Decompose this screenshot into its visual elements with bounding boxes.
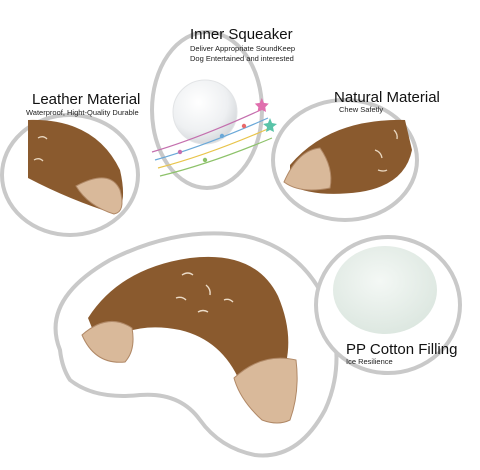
cotton-ball <box>333 246 437 334</box>
leather-title: Leather Material <box>32 91 141 108</box>
natural-title: Natural Material <box>334 89 440 106</box>
natural-toy-tip <box>283 147 332 191</box>
squeaker-ball <box>172 79 238 145</box>
main-toy-tip-left <box>81 320 134 363</box>
cotton-title: PP Cotton Filling <box>346 341 458 358</box>
main-toy-body <box>88 256 289 390</box>
squeaker-desc-line2: Dog Entertained and interested <box>190 54 294 63</box>
leather-toy-tip <box>75 177 123 215</box>
cotton-desc: Ice Resilience <box>346 357 393 366</box>
main-toy-tip-right <box>233 357 298 424</box>
squeaker-desc-line1: Deliver Appropriate SoundKeep <box>190 44 296 53</box>
natural-desc: Chew Safetly <box>339 105 384 114</box>
squeaker-title: Inner Squeaker <box>190 26 293 43</box>
leather-desc: Waterproof, Hight-Quality Durable <box>26 108 139 117</box>
music-notes-icon <box>151 98 277 177</box>
